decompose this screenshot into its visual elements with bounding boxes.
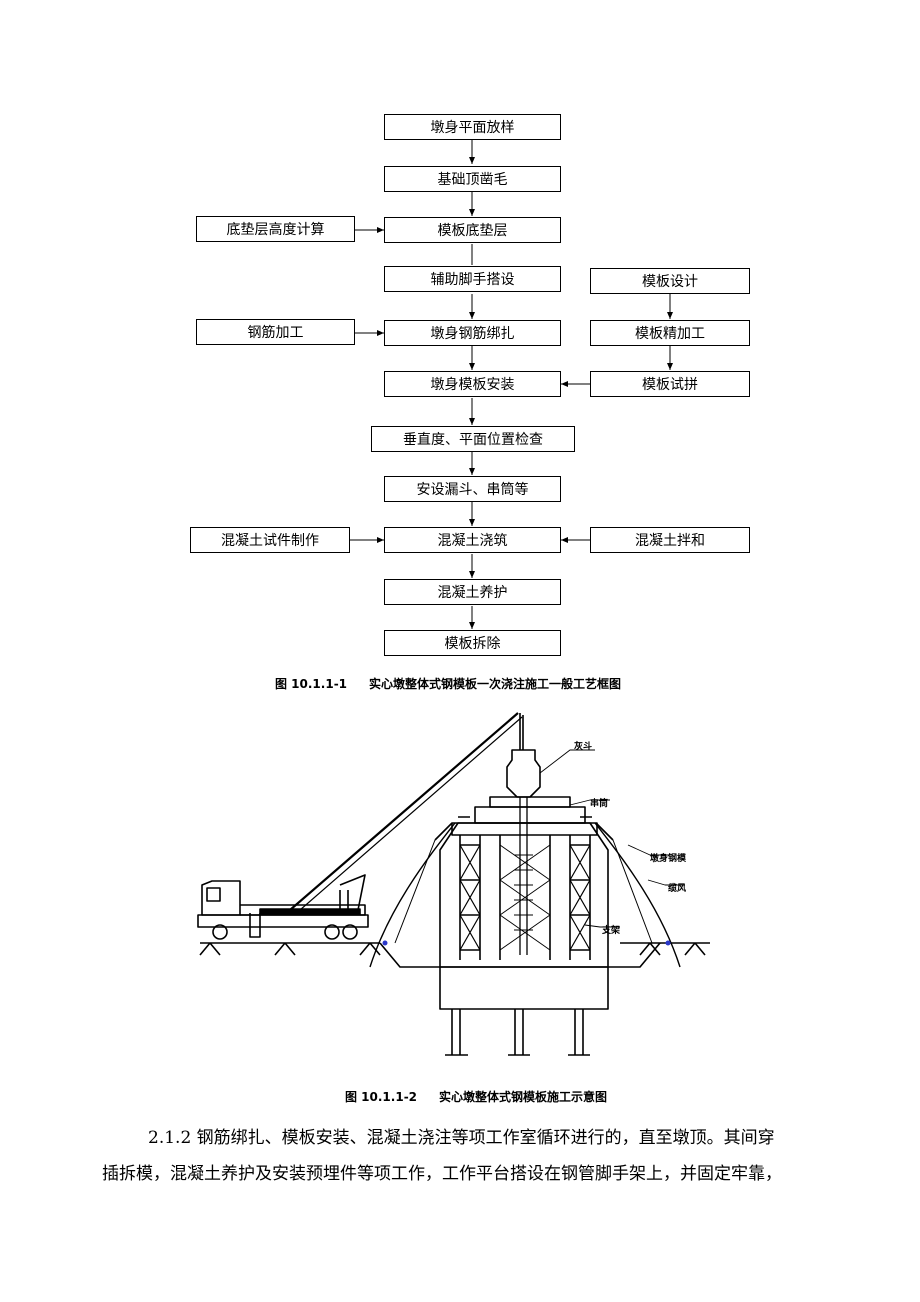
- anchor-point-left: [382, 940, 388, 946]
- flow-step-6: 墩身模板安装: [384, 371, 561, 397]
- foundation-piles: [439, 966, 609, 1056]
- figure1-number: 图 10.1.1-1: [275, 677, 348, 691]
- flow-step-3: 模板底垫层: [384, 217, 561, 243]
- flow-input-left-3: 混凝土试件制作: [190, 527, 350, 553]
- label-support: 支架: [601, 924, 620, 936]
- construction-diagram: 灰斗 串筒 墩身钢模 缆风 支架: [197, 712, 710, 1056]
- pier-formwork: [434, 796, 614, 967]
- figure2-title: 实心墩整体式钢模板施工示意图: [439, 1090, 608, 1104]
- body-line-1: 2.1.2 钢筋绑扎、模板安装、混凝土浇注等项工作室循环进行的，直至墩顶。其间穿: [148, 1128, 775, 1148]
- flow-step-4: 辅助脚手搭设: [384, 266, 561, 292]
- label-chute: 串筒: [590, 797, 608, 809]
- figure2-caption: 图 10.1.1-2 实心墩整体式钢模板施工示意图: [345, 1088, 607, 1105]
- guy-ropes: [369, 822, 681, 968]
- flow-step-10: 混凝土养护: [384, 579, 561, 605]
- label-guy: 缆风: [668, 882, 686, 894]
- flow-step-9: 混凝土浇筑: [384, 527, 561, 553]
- flow-step-8: 安设漏斗、串筒等: [384, 476, 561, 502]
- figure2-number: 图 10.1.1-2: [345, 1090, 418, 1104]
- flow-step-1: 墩身平面放样: [384, 114, 561, 140]
- flowchart-connectors: [350, 140, 673, 629]
- flow-step-11: 模板拆除: [384, 630, 561, 656]
- flow-input-left-1: 底垫层高度计算: [196, 216, 355, 242]
- figure1-title: 实心墩整体式钢模板一次浇注施工一般工艺框图: [369, 677, 622, 691]
- flow-input-right-3: 模板试拼: [590, 371, 750, 397]
- label-formwork: 墩身钢模: [650, 852, 687, 864]
- anchor-point-right: [665, 940, 671, 946]
- body-line-2: 插拆模，混凝土养护及安装预埋件等项工作，工作平台搭设在钢管脚手架上，并固定牢靠，: [102, 1164, 782, 1184]
- flow-input-left-2: 钢筋加工: [196, 319, 355, 345]
- figure1-caption: 图 10.1.1-1 实心墩整体式钢模板一次浇注施工一般工艺框图: [275, 675, 621, 692]
- flow-step-7: 垂直度、平面位置检查: [371, 426, 575, 452]
- body-paragraph: 2.1.2 钢筋绑扎、模板安装、混凝土浇注等项工作室循环进行的，直至墩顶。其间穿…: [102, 1120, 860, 1192]
- ground-line: [199, 942, 710, 968]
- flow-step-2: 基础顶凿毛: [384, 166, 561, 192]
- flow-input-right-4: 混凝土拌和: [590, 527, 750, 553]
- flow-input-right-1: 模板设计: [590, 268, 750, 294]
- crane-truck-illustration: [197, 712, 524, 940]
- flow-input-right-2: 模板精加工: [590, 320, 750, 346]
- funnel-and-chute: [506, 749, 541, 955]
- label-funnel: 灰斗: [574, 740, 592, 752]
- flow-step-5: 墩身钢筋绑扎: [384, 320, 561, 346]
